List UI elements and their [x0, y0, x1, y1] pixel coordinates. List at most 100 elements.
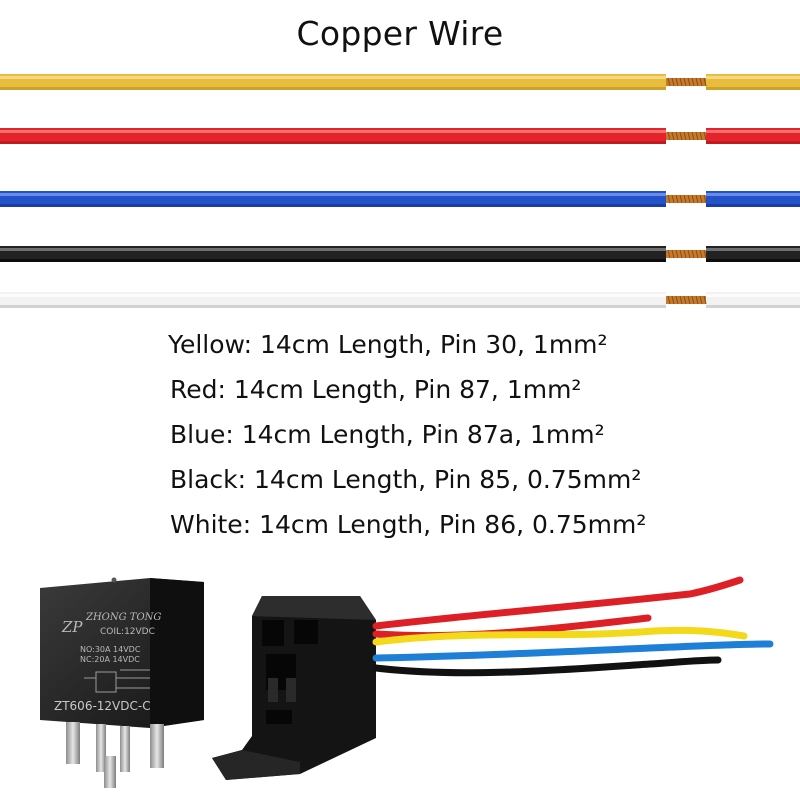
wire-red — [0, 126, 800, 146]
copper-strand — [699, 194, 703, 204]
copper-core — [666, 132, 706, 140]
relay-pin — [104, 756, 116, 788]
copper-strand — [683, 77, 687, 87]
page-title: Copper Wire — [296, 14, 504, 53]
copper-strand — [667, 194, 671, 204]
copper-strand — [703, 249, 707, 259]
wire-shadow — [706, 141, 800, 144]
relay-pin — [66, 722, 80, 764]
wire-spec-list: Yellow: 14cm Length, Pin 30, 1mm² Red: 1… — [168, 322, 646, 547]
copper-strand — [671, 194, 675, 204]
copper-strand — [667, 295, 671, 305]
copper-strand — [667, 77, 671, 87]
spec-blue: Blue: 14cm Length, Pin 87a, 1mm² — [170, 420, 605, 449]
lead-blue — [372, 640, 774, 662]
copper-strand — [687, 194, 691, 204]
copper-strand — [695, 295, 699, 305]
copper-core — [666, 78, 706, 86]
copper-strand — [671, 295, 675, 305]
relay-pin — [120, 726, 130, 772]
relay-coil: COIL:12VDC — [100, 627, 155, 637]
socket-terminal — [286, 678, 296, 702]
wire-shadow — [0, 305, 666, 308]
wire-shadow — [0, 141, 666, 144]
lead-red — [372, 576, 744, 630]
socket-flange — [212, 750, 300, 780]
copper-strand — [687, 249, 691, 259]
copper-strand — [703, 295, 707, 305]
socket-wire-leads — [372, 576, 774, 677]
copper-strand — [671, 249, 675, 259]
wire-highlight — [0, 76, 666, 79]
wire-shadow — [706, 259, 800, 262]
lead-black — [372, 656, 722, 677]
copper-strand — [675, 194, 679, 204]
copper-strand — [699, 77, 703, 87]
copper-strand — [687, 77, 691, 87]
relay-pin — [96, 724, 106, 772]
copper-strand — [695, 249, 699, 259]
wire-white — [0, 290, 800, 310]
copper-strand — [683, 194, 687, 204]
copper-strand — [679, 249, 683, 259]
wire-highlight — [0, 130, 666, 133]
copper-strand — [691, 77, 695, 87]
relay-no-rating: NO:30A 14VDC — [80, 645, 141, 654]
socket-top — [252, 596, 376, 620]
wire-highlight — [706, 76, 800, 79]
copper-strand — [699, 131, 703, 141]
copper-strand — [667, 249, 671, 259]
wire-blue-graphic — [0, 191, 800, 207]
relay-nc-rating: NC:20A 14VDC — [80, 655, 140, 664]
spec-white: White: 14cm Length, Pin 86, 0.75mm² — [170, 510, 647, 539]
relay: ZP ZHONG TONG COIL:12VDC NO:30A 14VDC NC… — [40, 577, 204, 788]
wire-black — [0, 244, 800, 264]
wire-yellow-graphic — [0, 74, 800, 90]
copper-strand — [703, 131, 707, 141]
wire-shadow — [706, 204, 800, 207]
relay-side — [150, 578, 204, 728]
copper-strand — [675, 249, 679, 259]
copper-strand — [683, 295, 687, 305]
relay-socket — [212, 596, 376, 780]
wire-highlight — [0, 248, 666, 251]
copper-strand — [699, 249, 703, 259]
copper-strand — [695, 77, 699, 87]
copper-core — [666, 250, 706, 258]
copper-strand — [671, 77, 675, 87]
wire-red-graphic — [0, 128, 800, 144]
wire-highlight — [706, 130, 800, 133]
copper-strand — [683, 131, 687, 141]
wire-shadow — [0, 87, 666, 90]
spec-yellow: Yellow: 14cm Length, Pin 30, 1mm² — [168, 330, 608, 359]
relay-and-socket-photo: ZP ZHONG TONG COIL:12VDC NO:30A 14VDC NC… — [40, 576, 774, 788]
wire-highlight — [706, 193, 800, 196]
socket-terminal — [268, 678, 278, 702]
copper-strand — [683, 249, 687, 259]
wire-shadow — [706, 87, 800, 90]
copper-strand — [675, 295, 679, 305]
copper-strand — [695, 131, 699, 141]
copper-strand — [679, 131, 683, 141]
relay-logo: ZP — [61, 618, 83, 636]
copper-strand — [691, 249, 695, 259]
wire-highlight — [706, 248, 800, 251]
copper-strand — [691, 131, 695, 141]
copper-strand — [695, 194, 699, 204]
wire-blue — [0, 189, 800, 209]
wire-black-graphic — [0, 246, 800, 262]
copper-strand — [691, 295, 695, 305]
spec-red: Red: 14cm Length, Pin 87, 1mm² — [170, 375, 582, 404]
wire-shadow — [0, 259, 666, 262]
copper-core — [666, 195, 706, 203]
socket-slot — [266, 710, 292, 724]
socket-slot — [262, 620, 284, 646]
spec-black: Black: 14cm Length, Pin 85, 0.75mm² — [170, 465, 642, 494]
wire-highlight — [706, 294, 800, 297]
copper-strand — [675, 131, 679, 141]
copper-strand — [675, 77, 679, 87]
wire-white-graphic — [0, 292, 800, 308]
relay-model: ZT606-12VDC-C — [54, 699, 151, 713]
copper-strand — [671, 131, 675, 141]
wire-yellow — [0, 72, 800, 92]
